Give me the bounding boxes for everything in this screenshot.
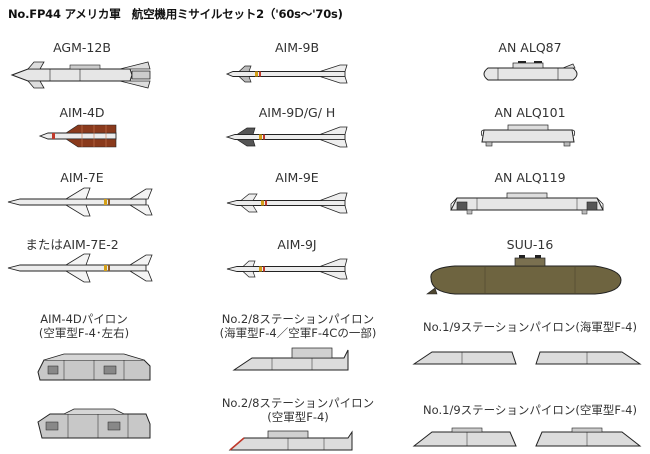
label-line2: (海軍型F-4／空軍F-4Cの一部) xyxy=(219,326,377,340)
label-station-19-af: No.1/9ステーションパイロン(空軍型F-4) xyxy=(423,403,637,417)
aim-4d-pylon-top-drawing xyxy=(37,353,151,381)
label-aim-4d: AIM-4D xyxy=(59,105,105,120)
aim-9dgh-drawing xyxy=(225,126,348,148)
station-19-af-pylon-drawing xyxy=(412,427,642,447)
label-line1: AIM-4Dパイロン xyxy=(40,312,128,326)
label-aim-9b: AIM-9B xyxy=(274,40,320,55)
station-28-af-pylon-drawing xyxy=(228,430,353,451)
label-aim-4d-pylon: AIM-4Dパイロン (空軍型F-4･左右) xyxy=(39,312,129,340)
an-alq119-drawing xyxy=(450,192,604,215)
an-alq101-drawing xyxy=(480,124,576,147)
label-line1: No.2/8ステーションパイロン xyxy=(221,312,375,326)
aim-9j-drawing xyxy=(226,258,348,280)
label-station-28-navy: No.2/8ステーションパイロン (海軍型F-4／空軍F-4Cの一部) xyxy=(220,312,377,340)
suu-16-drawing xyxy=(426,255,622,295)
label-line1: No.2/8ステーションパイロン xyxy=(221,396,375,410)
an-alq87-drawing xyxy=(483,61,578,81)
aim-4d-drawing xyxy=(38,124,117,148)
label-an-alq87: AN ALQ87 xyxy=(498,40,562,55)
label-line2: (空軍型F-4･左右) xyxy=(38,326,130,340)
label-agm-12b: AGM-12B xyxy=(53,40,111,55)
station-19-navy-pylon-drawing xyxy=(412,351,642,365)
label-suu-16: SUU-16 xyxy=(506,237,554,252)
aim-9e-drawing xyxy=(226,192,348,214)
label-an-alq101: AN ALQ101 xyxy=(494,105,566,120)
label-aim-7e: AIM-7E xyxy=(60,170,104,185)
aim-4d-pylon-bottom-drawing xyxy=(37,408,151,439)
label-aim-9dgh: AIM-9D/G/ H xyxy=(258,105,336,120)
agm-12b-drawing xyxy=(10,61,151,89)
label-aim-9e: AIM-9E xyxy=(275,170,319,185)
label-aim-9j: AIM-9J xyxy=(277,237,317,252)
label-line2: (空軍型F-4) xyxy=(267,410,329,424)
aim-7e-2-drawing xyxy=(7,253,153,283)
label-an-alq119: AN ALQ119 xyxy=(494,170,566,185)
page-title: No.FP44 アメリカ軍 航空機用ミサイルセット2（'60s〜'70s) xyxy=(8,7,343,21)
aim-9b-drawing xyxy=(225,64,348,84)
label-station-19-navy: No.1/9ステーションパイロン(海軍型F-4) xyxy=(423,320,637,334)
label-aim-7e-2: またはAIM-7E-2 xyxy=(25,237,119,252)
station-28-navy-pylon-drawing xyxy=(232,347,349,371)
label-station-28-af: No.2/8ステーションパイロン (空軍型F-4) xyxy=(222,396,374,424)
aim-7e-drawing xyxy=(7,187,153,217)
